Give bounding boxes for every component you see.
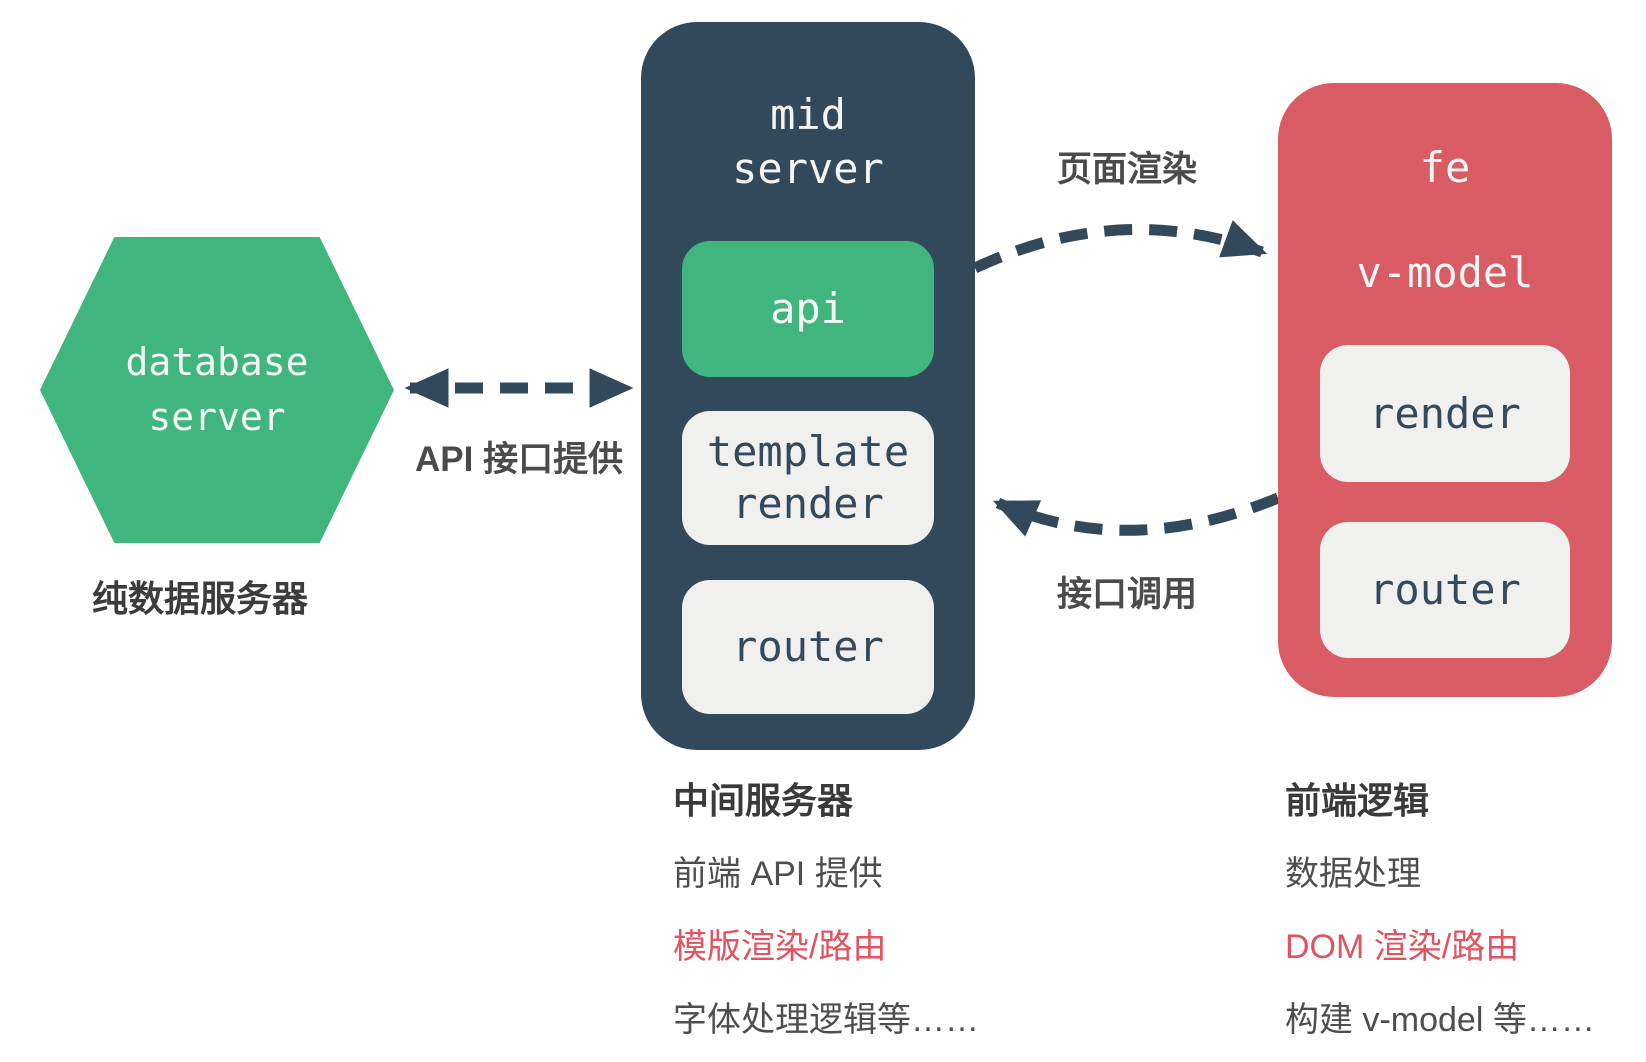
mid-notes-heading: 中间服务器 [673,780,854,821]
fe-notes-line3: 构建 v-model 等…… [1285,1001,1595,1039]
api-call-arrow [992,492,1281,537]
mid-server-notes: 中间服务器 前端 API 提供 模版渲染/路由 字体处理逻辑等…… [673,782,979,1062]
fe-router-chip: router [1320,522,1570,658]
mid-server-panel: mid server api template render router [641,22,975,750]
database-server-node: database server [40,237,394,543]
mid-router-chip: router [682,580,934,714]
fe-notes-line1: 数据处理 [1285,855,1421,893]
template-render-chip: template render [682,411,934,545]
mid-server-title-line1: mid [770,90,846,139]
database-server-label-line2: server [148,395,286,439]
api-chip: api [682,241,934,377]
fe-notes: 前端逻辑 数据处理 DOM 渲染/路由 构建 v-model 等…… [1285,782,1595,1062]
mid-notes-line1: 前端 API 提供 [673,855,883,893]
db-mid-arrow-label: API 接口提供 [415,440,624,479]
mid-notes-line3: 字体处理逻辑等…… [673,1001,979,1039]
fe-panel: fe v-model render router [1278,83,1612,697]
fe-title-line1: fe [1419,143,1471,192]
fe-notes-line2: DOM 渲染/路由 [1285,928,1520,966]
page-render-arrow [972,220,1268,273]
fe-render-chip: render [1320,345,1570,482]
fe-title-line2: v-model [1356,248,1534,297]
page-render-arrow-label: 页面渲染 [1057,150,1198,189]
fe-notes-heading: 前端逻辑 [1285,780,1430,821]
mid-notes-line2: 模版渲染/路由 [673,928,887,966]
database-server-label-line1: database [125,340,309,384]
database-caption: 纯数据服务器 [92,578,309,619]
mid-server-title-line2: server [732,144,884,193]
api-call-arrow-label: 接口调用 [1057,575,1198,614]
